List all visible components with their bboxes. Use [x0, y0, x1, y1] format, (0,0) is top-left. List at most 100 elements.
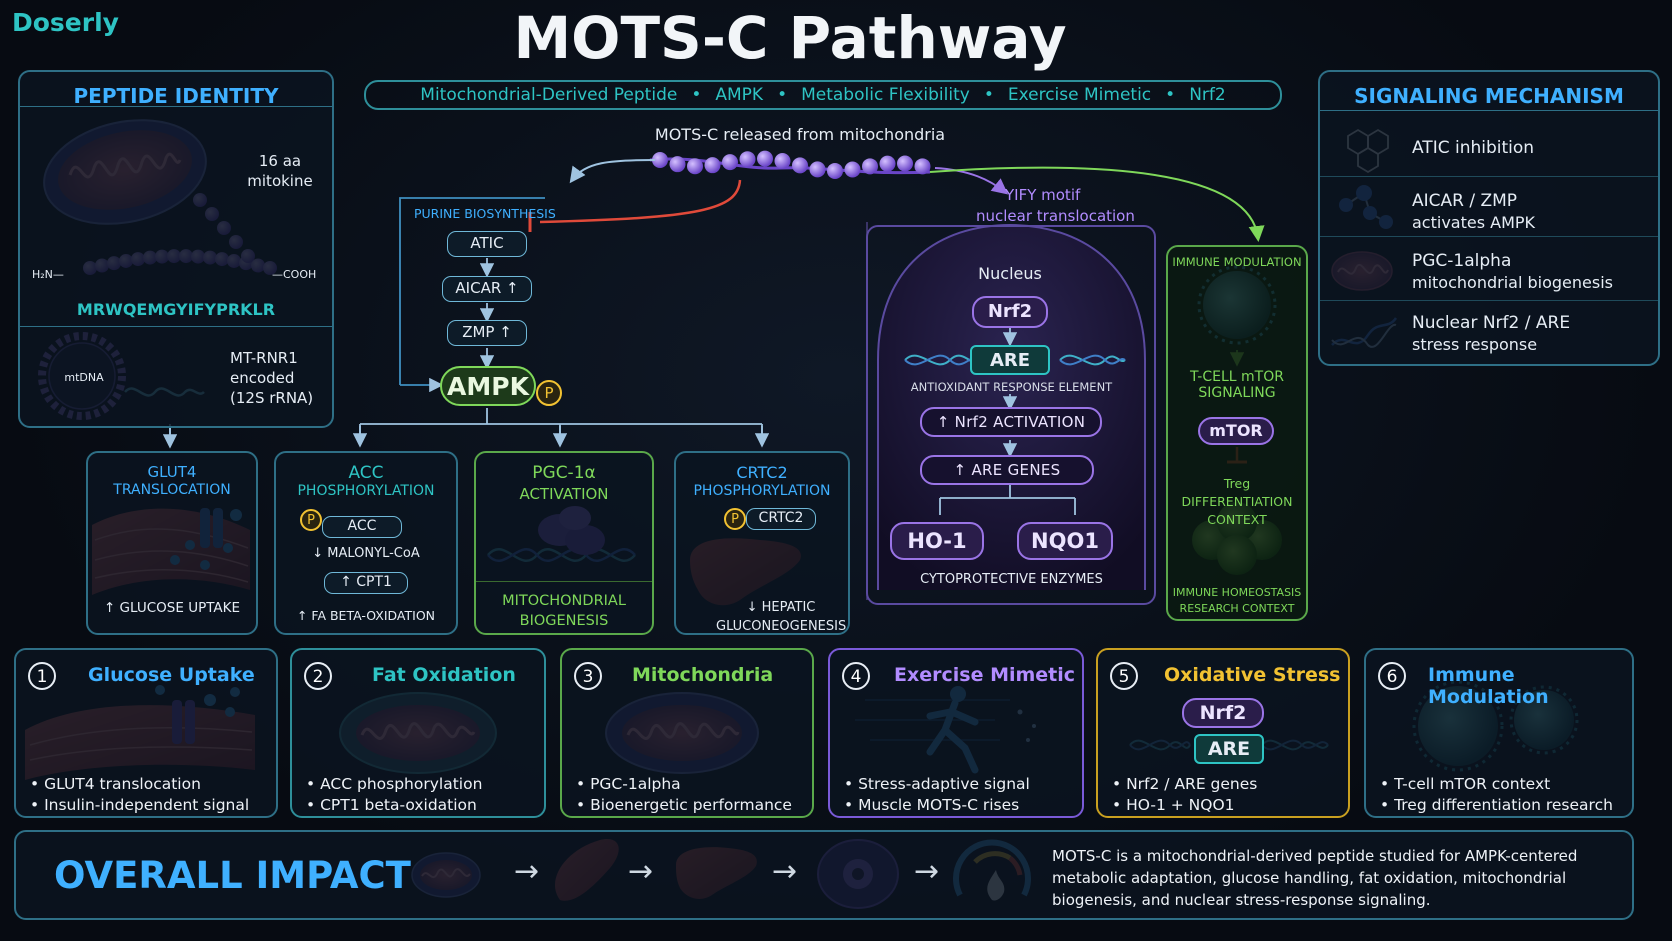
crtc2-phosphate: P	[724, 508, 746, 530]
peptide-beads	[652, 150, 931, 179]
overall-impact-panel: OVERALL IMPACT → → → → MOTS-C is a mitoc…	[14, 830, 1634, 920]
yify-motif: YIFY motif	[1005, 186, 1081, 204]
aa-count: 16 aa	[258, 152, 302, 170]
flow-arrow: →	[914, 854, 940, 889]
acc-node: ACC	[322, 516, 402, 538]
malonyl-label: ↓ MALONYL-CoA	[312, 546, 420, 561]
card-bullets: • Nrf2 / ARE genes• HO-1 + NQO1	[1112, 775, 1258, 814]
card-title: Mitochondria	[632, 664, 774, 686]
card5-nrf2: Nrf2	[1182, 698, 1264, 728]
nuclear-panel	[866, 225, 1156, 605]
acc-subtitle: PHOSPHORYLATION	[297, 483, 435, 499]
immune-title: IMMUNE MODULATION	[1172, 255, 1302, 269]
c-terminus: —COOH	[272, 268, 317, 281]
peptide-bead	[897, 155, 913, 172]
overall-title: OVERALL IMPACT	[54, 854, 411, 897]
peptide-bead	[774, 153, 791, 170]
brand-logo: Doserly	[12, 8, 119, 37]
card-title: Fat Oxidation	[372, 664, 516, 686]
card-number: 3	[574, 662, 602, 690]
card-title: Immune Modulation	[1428, 664, 1549, 708]
flow-arrow: →	[514, 854, 540, 889]
glut4-effect-box: GLUT4 TRANSLOCATION ↑ GLUCOSE UPTAKE	[86, 451, 258, 635]
peptide-bead	[809, 161, 826, 178]
card-number: 6	[1378, 662, 1406, 690]
nucleus-label: Nucleus	[978, 264, 1042, 283]
card-bullets: • ACC phosphorylation• CPT1 beta-oxidati…	[306, 775, 483, 814]
tag-separator: •	[777, 85, 788, 105]
nqo1-node: NQO1	[1017, 522, 1113, 560]
mitokine-label: mitokine	[247, 172, 313, 190]
card-bullets: • GLUT4 translocation• Insulin-independe…	[30, 775, 250, 814]
ampk-node: AMPK	[440, 366, 536, 406]
tag-4: Exercise Mimetic	[1007, 85, 1152, 105]
peptide-bead	[827, 162, 843, 179]
glut4-footer: ↑ GLUCOSE UPTAKE	[103, 600, 241, 616]
peptide-bead	[879, 155, 896, 172]
card-number: 4	[842, 662, 870, 690]
peptide-bead	[722, 154, 738, 171]
zmp-node: ZMP ↑	[447, 320, 527, 346]
overall-summary: MOTS-C is a mitochondrial-derived peptid…	[1052, 847, 1578, 909]
glut4-subtitle: TRANSLOCATION	[113, 482, 231, 498]
are-genes: ↑ ARE GENES	[920, 455, 1094, 485]
flow-arrow: →	[772, 854, 798, 889]
acc-title: ACC	[348, 463, 384, 483]
nrf2-activation: ↑ Nrf2 ACTIVATION	[920, 407, 1102, 437]
identity-title: PEPTIDE IDENTITY	[73, 84, 279, 108]
peptide-bead	[792, 157, 808, 174]
card-title: Exercise Mimetic	[894, 664, 1076, 686]
immune-arrow	[929, 166, 1265, 242]
are-full-label: ANTIOXIDANT RESPONSE ELEMENT	[910, 380, 1113, 394]
acc-footer: ↑ FA BETA-OXIDATION	[296, 608, 436, 623]
purine-box-border	[399, 197, 545, 385]
nuclear-arrow	[934, 167, 1009, 195]
inhibit-line-atic	[539, 179, 742, 224]
card-glucose-uptake: 1 Glucose Uptake • GLUT4 translocation• …	[14, 648, 278, 818]
card-bullets: • T-cell mTOR context• Treg differentiat…	[1380, 775, 1613, 814]
peptide-bead	[739, 151, 756, 168]
card-number: 1	[28, 662, 56, 690]
peptide-bead	[652, 152, 668, 168]
card-bullets: • Stress-adaptive signal• Muscle MOTS-C …	[844, 775, 1030, 814]
aicar-node: AICAR ↑	[442, 276, 532, 302]
n-terminus: H₂N—	[32, 268, 64, 281]
release-label: MOTS-C released from mitochondria	[654, 125, 946, 144]
card-exercise-mimetic: 4 Exercise Mimetic • Stress-adaptive sig…	[828, 648, 1084, 818]
crtc2-node: CRTC2	[746, 508, 816, 530]
amino-acid-sequence: MRWQEMGYIFYPRKLR	[76, 300, 276, 319]
cytoprotective-label: CYTOPROTECTIVE ENZYMES	[920, 572, 1103, 587]
page-title: MOTS-C Pathway	[513, 4, 1067, 72]
tag-separator: •	[691, 85, 702, 105]
pgc-title: PGC-1α	[532, 463, 596, 483]
card-number: 2	[304, 662, 332, 690]
ho1-node: HO-1	[890, 522, 984, 560]
signaling-panel: SIGNALING MECHANISM ATIC inhibition AICA…	[1318, 70, 1660, 366]
nuclear-translocation: nuclear translocation	[976, 207, 1135, 225]
peptide-bead	[862, 158, 878, 175]
cpt1-node: ↑ CPT1	[324, 572, 408, 594]
tag-2: AMPK	[715, 85, 764, 105]
mtdna-label: mtDNA	[64, 371, 104, 384]
peptide-identity-panel: PEPTIDE IDENTITY 16 aa mitokine H₂N— —CO…	[18, 70, 334, 428]
tag-5: Nrf2	[1189, 85, 1226, 105]
pgc-subtitle: ACTIVATION	[519, 485, 609, 503]
nrf2-node: Nrf2	[972, 296, 1048, 328]
peptide-bead	[669, 156, 686, 173]
purine-title: PURINE BIOSYNTHESIS	[414, 206, 556, 221]
tag-1: Mitochondrial-Derived Peptide	[420, 85, 678, 105]
glut4-title: GLUT4	[147, 463, 197, 481]
card5-are: ARE	[1194, 734, 1264, 764]
tag-separator: •	[1165, 85, 1176, 105]
acc-phosphate: P	[300, 509, 322, 531]
card-oxidative-stress: 5 Oxidative Stress Nrf2 ARE • Nrf2 / ARE…	[1096, 648, 1350, 818]
